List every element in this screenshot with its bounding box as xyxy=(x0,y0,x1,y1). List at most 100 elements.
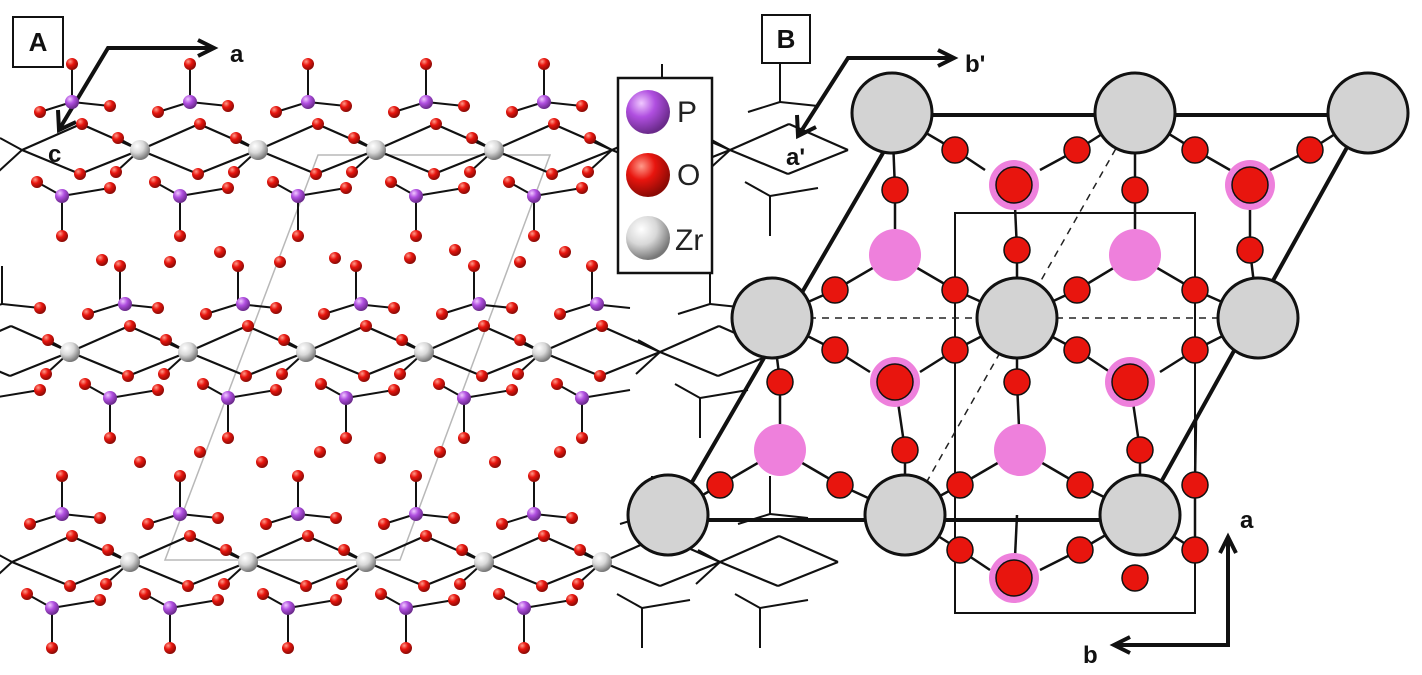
oxygen-atom xyxy=(458,100,470,112)
bond xyxy=(616,593,643,609)
phosphorus-atom xyxy=(527,507,541,521)
zirconium-atom xyxy=(592,552,612,572)
oxygen-atom xyxy=(546,168,558,180)
oxygen-atom xyxy=(192,168,204,180)
bond xyxy=(581,389,631,399)
oxygen-atom xyxy=(228,166,240,178)
phosphorus-atom xyxy=(221,391,235,405)
zirconium-atom xyxy=(356,552,376,572)
bond xyxy=(697,549,721,563)
zirconium-atom xyxy=(130,140,150,160)
interlayer-oxygen xyxy=(314,446,326,458)
bond xyxy=(345,389,395,399)
bond xyxy=(0,561,13,575)
interlayer-oxygen xyxy=(514,256,526,268)
oxygen-atom xyxy=(94,594,106,606)
bond xyxy=(169,599,219,609)
oxygen-atom xyxy=(941,336,969,364)
bond xyxy=(778,534,839,564)
phosphate-layers xyxy=(0,58,849,654)
bond xyxy=(463,389,513,399)
bond xyxy=(0,303,3,306)
bond xyxy=(0,137,23,151)
zirconium-atom xyxy=(863,473,947,557)
bond xyxy=(109,389,159,399)
oxygen-atom xyxy=(1063,336,1091,364)
oxygen-atom xyxy=(270,106,282,118)
oxygen-atom xyxy=(56,470,68,482)
bond xyxy=(247,560,307,588)
bond xyxy=(734,593,761,609)
bond xyxy=(129,534,190,564)
oxygen-atom xyxy=(433,378,445,390)
oxygen-atom xyxy=(576,432,588,444)
panel-b-label: B xyxy=(777,24,796,54)
oxygen-atom xyxy=(584,132,596,144)
phosphorus-atom xyxy=(994,424,1046,476)
oxygen-atom xyxy=(466,132,478,144)
oxygen-atom xyxy=(164,642,176,654)
bond xyxy=(719,560,779,588)
oxygen-atom xyxy=(548,118,560,130)
phosphorus-atom xyxy=(291,189,305,203)
oxygen-atom xyxy=(242,320,254,332)
oxygen-atom xyxy=(420,58,432,70)
bond xyxy=(423,350,483,378)
oxygen-atom xyxy=(139,588,151,600)
oxygen-atom xyxy=(222,432,234,444)
bond xyxy=(599,350,661,378)
bond xyxy=(179,187,229,197)
phosphorus-atom xyxy=(339,391,353,405)
unit-cell-outline xyxy=(163,154,552,561)
oxygen-atom xyxy=(338,544,350,556)
oxygen-atom xyxy=(375,588,387,600)
bond xyxy=(695,561,721,585)
oxygen-atom xyxy=(21,588,33,600)
panel-b-primed-axis-indicator xyxy=(795,48,959,140)
phosphorus-atom xyxy=(575,391,589,405)
bond xyxy=(423,324,484,354)
oxygen-atom xyxy=(596,320,608,332)
oxygen-atom xyxy=(56,230,68,242)
phosphorus-atom xyxy=(419,95,433,109)
oxygen-atom xyxy=(34,384,46,396)
oxygen-atom xyxy=(1181,471,1209,499)
phosphorus-atom xyxy=(55,507,69,521)
oxygen-atom xyxy=(310,168,322,180)
oxygen-atom xyxy=(566,594,578,606)
bond xyxy=(541,350,601,378)
bond xyxy=(787,148,849,176)
zirconium-atom xyxy=(626,473,710,557)
phosphorus-atom xyxy=(399,601,413,615)
zirconium-atom xyxy=(296,342,316,362)
bond xyxy=(747,101,781,113)
bond xyxy=(245,350,307,378)
phosphorus-atom xyxy=(1109,229,1161,281)
bond xyxy=(197,148,259,176)
oxygen-atom xyxy=(436,308,448,320)
phosphorus-atom xyxy=(173,189,187,203)
oxygen-atom xyxy=(197,378,209,390)
oxygen-atom xyxy=(594,370,606,382)
oxygen-atom xyxy=(104,182,116,194)
oxygen-atom-over-phosphorus xyxy=(1111,363,1149,401)
oxygen-atom xyxy=(536,580,548,592)
oxygen-atom xyxy=(222,182,234,194)
bond xyxy=(483,560,543,588)
bond xyxy=(79,148,141,176)
oxygen-atom xyxy=(152,106,164,118)
element-legend: P O Zr xyxy=(616,76,714,275)
oxygen-atom xyxy=(506,384,518,396)
bond xyxy=(297,187,347,197)
oxygen-atom xyxy=(1181,136,1209,164)
zirconium-atom xyxy=(975,276,1059,360)
interlayer-oxygen xyxy=(374,452,386,464)
oxygen-atom xyxy=(554,308,566,320)
oxygen-atom xyxy=(493,588,505,600)
oxygen-atom xyxy=(46,642,58,654)
oxygen-atom xyxy=(574,544,586,556)
oxygen-atom xyxy=(388,106,400,118)
zirconium-atom xyxy=(1098,473,1182,557)
bond xyxy=(744,181,771,197)
phosphorus-atom xyxy=(754,424,806,476)
